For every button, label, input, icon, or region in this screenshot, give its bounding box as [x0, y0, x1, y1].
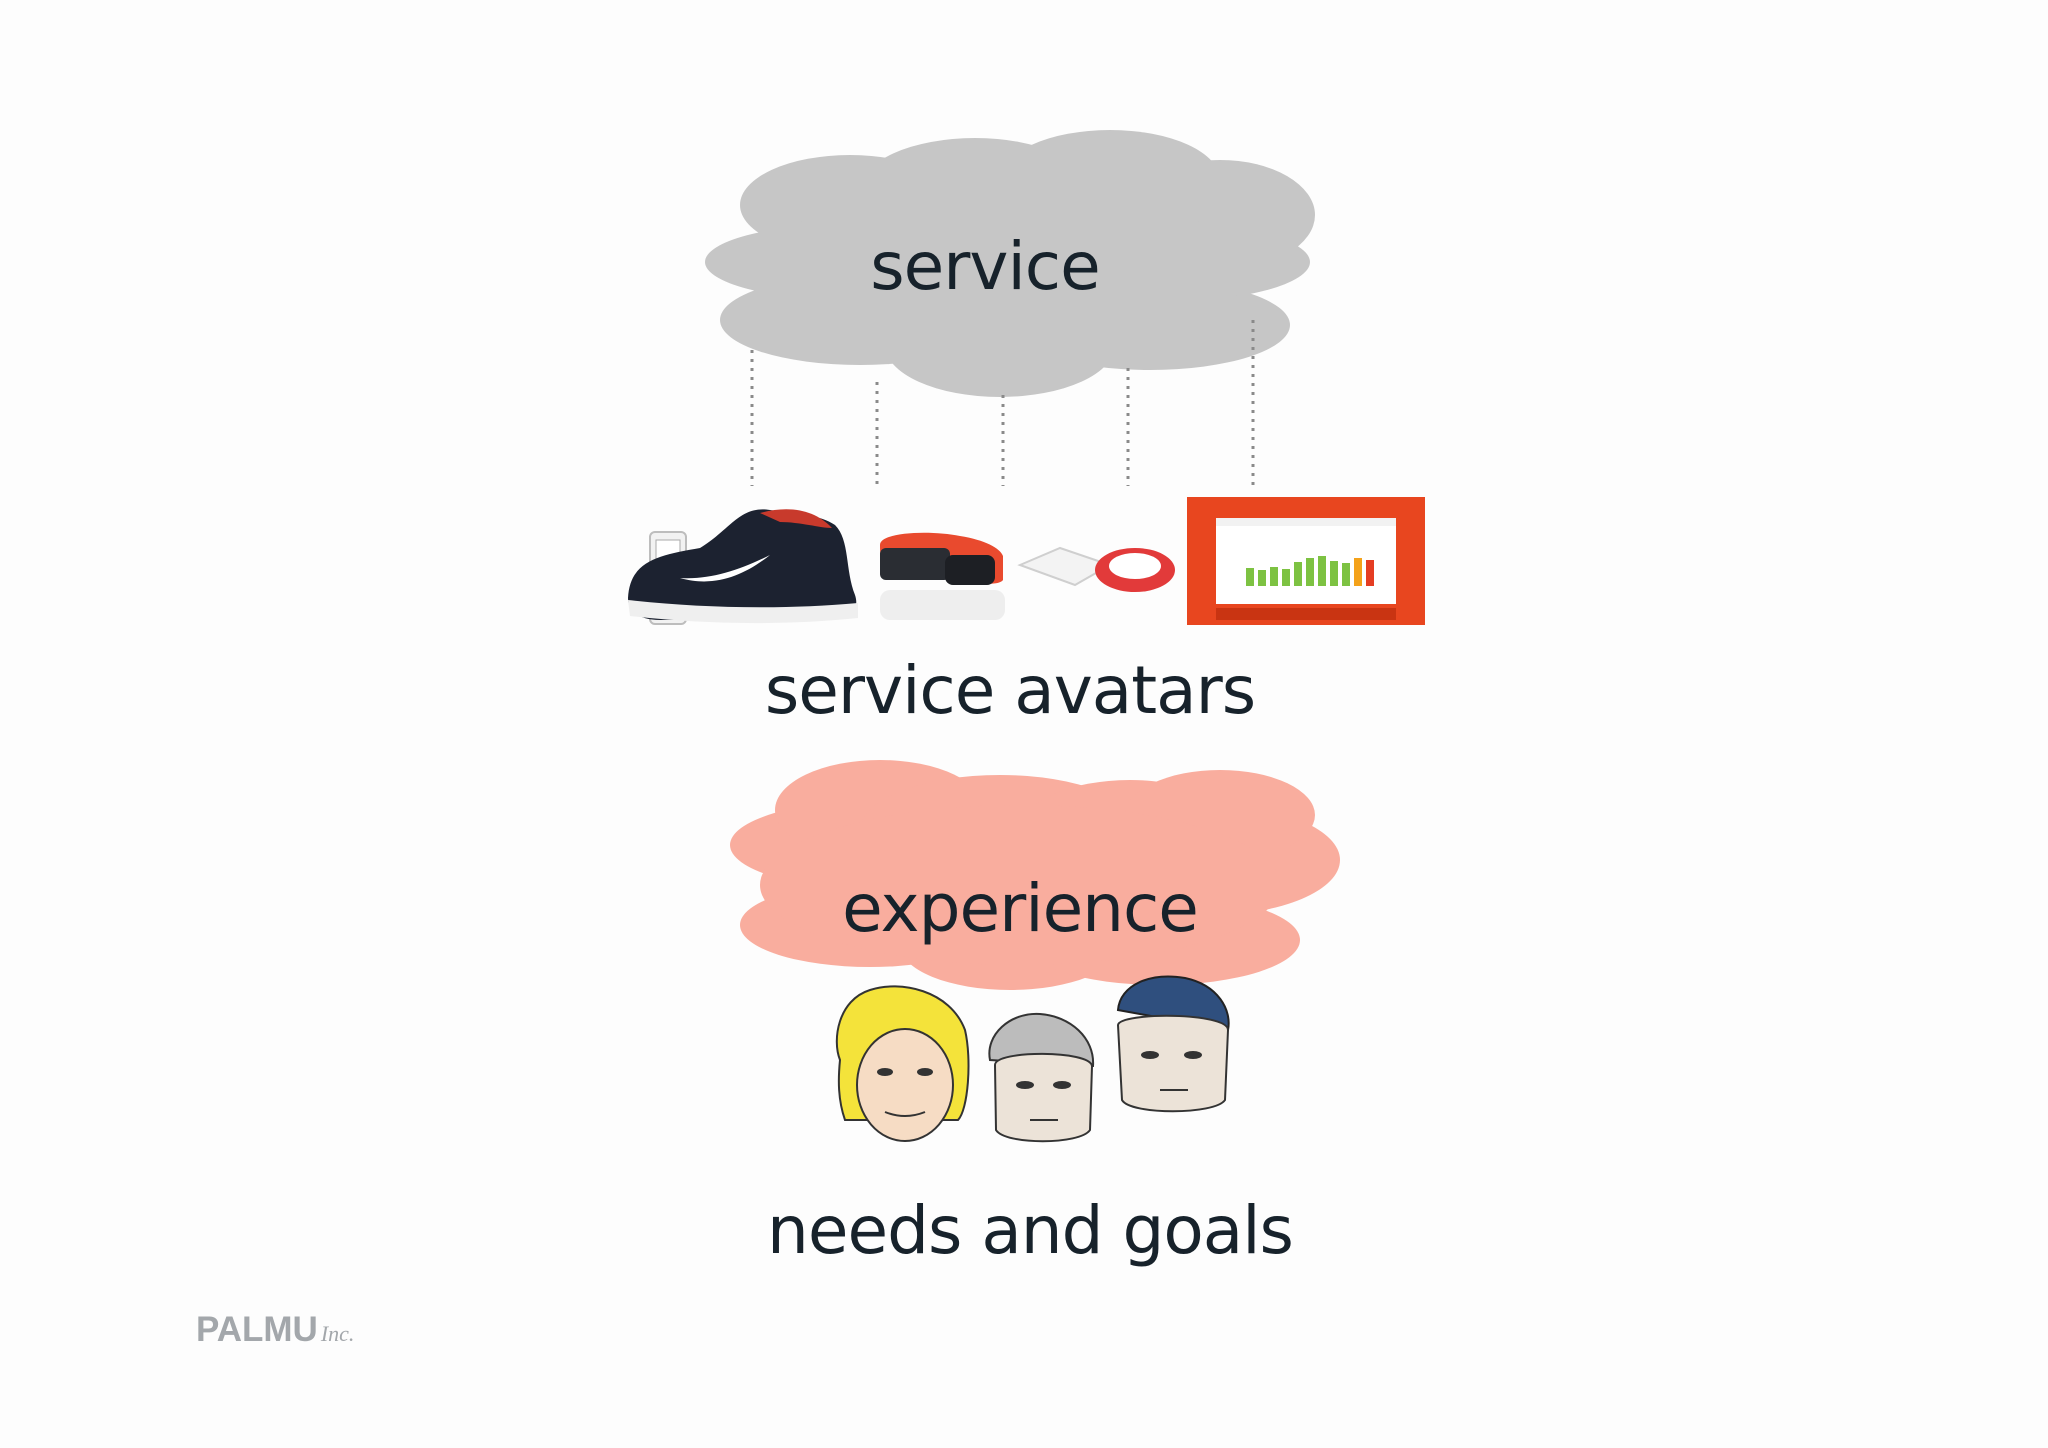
running-shoe-icon	[628, 509, 858, 624]
person-blonde-woman-icon	[835, 985, 970, 1142]
sensor-kit-icon	[1017, 546, 1175, 592]
service-cloud	[705, 130, 1315, 397]
experience-cloud	[730, 760, 1340, 990]
logo-suffix: Inc.	[320, 1321, 355, 1346]
logo-brand: PALMU	[196, 1310, 318, 1349]
needs-and-goals-caption: needs and goals	[767, 1192, 1294, 1269]
connector-lines	[750, 320, 1255, 486]
service-label: service	[870, 228, 1100, 305]
person-dark-haired-man-icon	[1116, 975, 1230, 1113]
experience-label: experience	[842, 870, 1199, 947]
service-avatars-caption: service avatars	[764, 652, 1256, 729]
sport-band-icon	[880, 532, 1005, 620]
person-gray-haired-man-icon	[988, 1012, 1095, 1143]
web-dashboard-icon	[1187, 497, 1425, 625]
